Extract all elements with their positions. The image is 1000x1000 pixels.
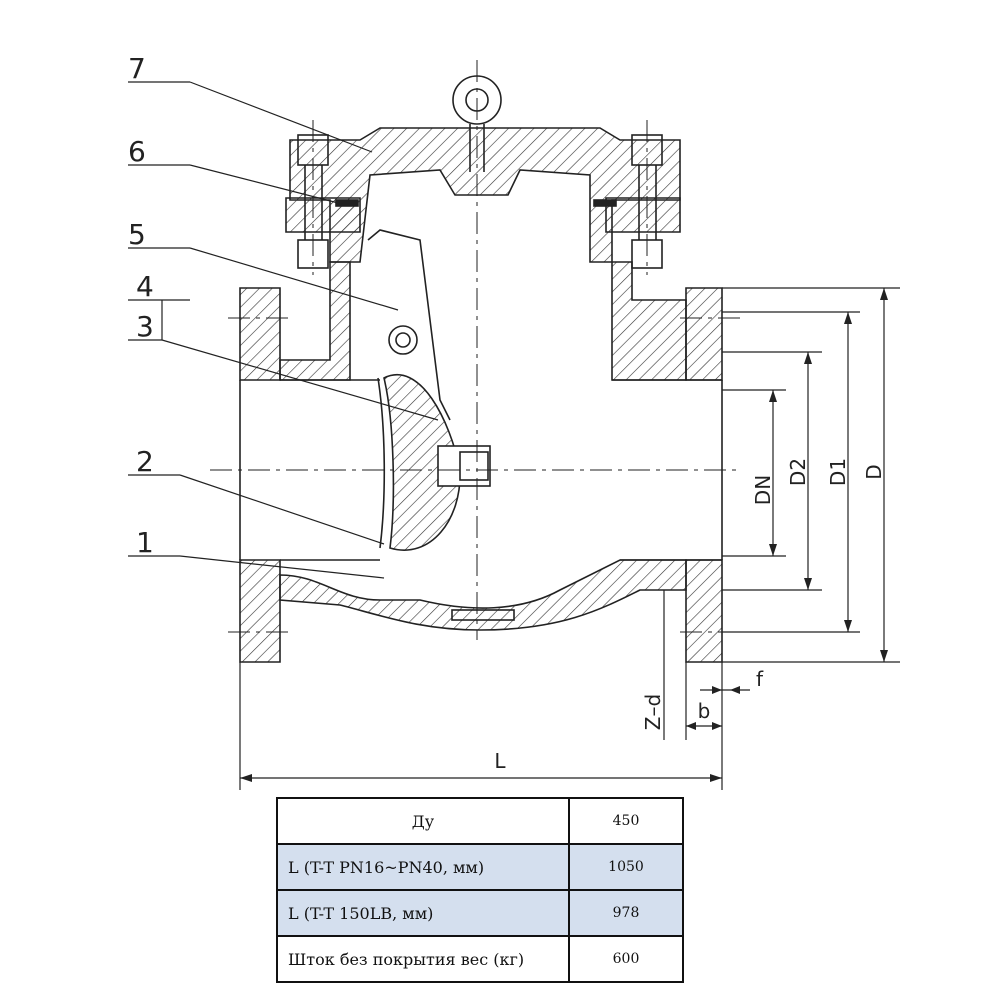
- swing-check-valve-drawing: 7 6 5 4 3 2 1: [128, 52, 900, 790]
- dim-d: D: [862, 464, 886, 479]
- row-value: 450: [568, 797, 684, 845]
- dim-b: b: [698, 699, 711, 723]
- row-value: 600: [568, 935, 684, 983]
- callout-2: 2: [136, 445, 154, 478]
- row-value: 1050: [568, 843, 684, 891]
- dim-l: L: [494, 749, 506, 773]
- callout-3: 3: [136, 310, 154, 343]
- center-lines: [210, 60, 740, 640]
- dim-d2: D2: [786, 458, 810, 486]
- table-row: L (T-T 150LB, мм) 978: [276, 889, 684, 937]
- dimension-labels: DN D2 D1 D L f b Z–d: [494, 458, 886, 773]
- callout-5: 5: [128, 218, 146, 251]
- valve-body: [239, 127, 723, 663]
- callout-6: 6: [128, 135, 146, 168]
- dim-zd: Z–d: [641, 694, 665, 730]
- row-label: L (T-T PN16~PN40, мм): [276, 843, 570, 891]
- row-label: L (T-T 150LB, мм): [276, 889, 570, 937]
- table-row: Шток без покрытия вес (кг) 600: [276, 935, 684, 983]
- callout-leaders: [128, 81, 439, 579]
- dim-dn: DN: [751, 475, 775, 505]
- callout-7: 7: [128, 52, 146, 85]
- dimension-lines: [239, 287, 900, 790]
- row-label: Шток без покрытия вес (кг): [276, 935, 570, 983]
- callout-1: 1: [136, 526, 154, 559]
- table-row: L (T-T PN16~PN40, мм) 1050: [276, 843, 684, 891]
- dim-f: f: [756, 667, 764, 691]
- dim-d1: D1: [826, 458, 850, 486]
- row-value: 978: [568, 889, 684, 937]
- callout-4: 4: [136, 270, 154, 303]
- table-row: Ду 450: [276, 797, 684, 845]
- callout-labels: 7 6 5 4 3 2 1: [128, 52, 154, 559]
- dimension-arrows: [240, 288, 888, 782]
- row-label: Ду: [276, 797, 570, 845]
- spec-table: Ду 450 L (T-T PN16~PN40, мм) 1050 L (T-T…: [276, 797, 684, 983]
